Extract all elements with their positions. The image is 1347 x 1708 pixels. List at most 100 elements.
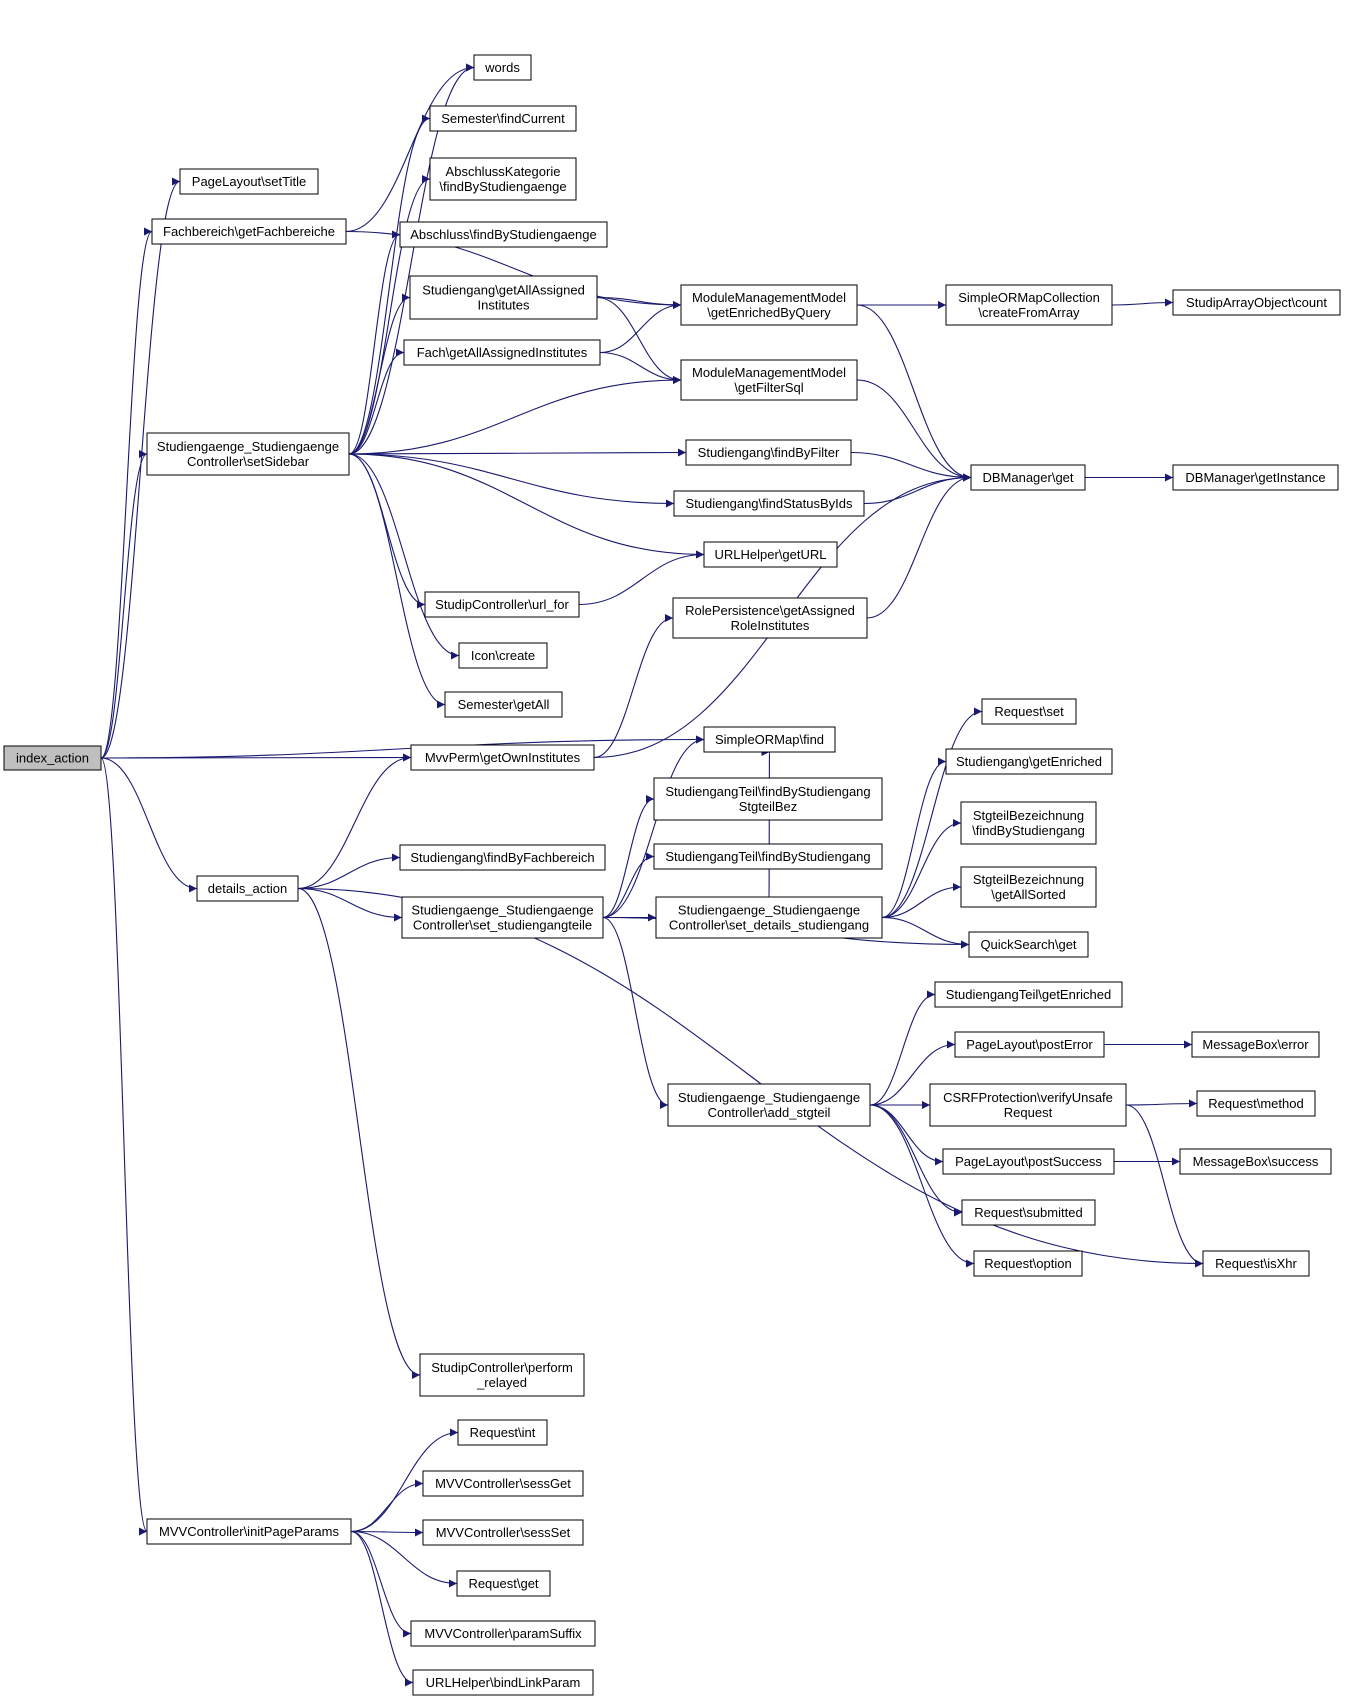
node-fach-getallassigned[interactable]: Fach\getAllAssignedInstitutes	[403, 339, 601, 366]
node-rolepersistence[interactable]: RolePersistence\getAssignedRoleInstitute…	[672, 597, 868, 639]
node-studiengang-getenriched[interactable]: Studiengang\getEnriched	[945, 748, 1113, 775]
node-label: Request\set	[994, 704, 1064, 719]
node-label: _relayed	[476, 1375, 527, 1390]
node-label: Request\isXhr	[1215, 1256, 1297, 1271]
node-label: StudipArrayObject\count	[1186, 295, 1327, 310]
node-request-method[interactable]: Request\method	[1196, 1090, 1316, 1117]
node-simpleormap-find[interactable]: SimpleORMap\find	[703, 726, 836, 753]
edge-mmm_getfiltersql-to-dbmanager_get	[856, 379, 972, 482]
node-semester-getall[interactable]: Semester\getAll	[444, 691, 563, 718]
node-abschluss-find[interactable]: Abschluss\findByStudiengaenge	[399, 221, 608, 248]
node-label: DBManager\getInstance	[1185, 470, 1325, 485]
node-add-stgteil[interactable]: Studiengaenge_StudiengaengeController\ad…	[667, 1083, 871, 1127]
node-mvvperm-getowninstitutes[interactable]: MvvPerm\getOwnInstitutes	[410, 744, 595, 771]
node-studiengang-findbyfilter[interactable]: Studiengang\findByFilter	[685, 439, 852, 466]
node-studiengang-findstatusbyids[interactable]: Studiengang\findStatusByIds	[673, 490, 865, 517]
node-messagebox-success[interactable]: MessageBox\success	[1179, 1148, 1332, 1175]
node-details-action[interactable]: details_action	[196, 875, 299, 902]
node-label: StudiengangTeil\findByStudiengang	[665, 849, 870, 864]
node-label: Icon\create	[471, 648, 535, 663]
node-stgteil-findbystudiengang[interactable]: StudiengangTeil\findByStudiengang	[653, 843, 883, 870]
edge-index_action-to-details_action	[100, 757, 198, 893]
edge-setsidebar-to-mmm_getfiltersql	[348, 376, 682, 455]
edge-index_action-to-initpageparams	[100, 757, 148, 1536]
edge-setsidebar-to-studiengang_findbyfilter	[348, 448, 687, 457]
node-label: \findByStudiengaenge	[439, 179, 566, 194]
node-simpleormapcollection[interactable]: SimpleORMapCollection\createFromArray	[945, 284, 1113, 326]
edge-set_studiengangteile-to-simpleormap_find	[602, 735, 705, 919]
node-dbmanager-get[interactable]: DBManager\get	[970, 464, 1086, 491]
node-label: ModuleManagementModel	[692, 290, 846, 305]
node-stgteil-findbystudiengangbez[interactable]: StudiengangTeil\findByStudiengangStgteil…	[653, 777, 883, 821]
node-label: \findByStudiengang	[972, 823, 1085, 838]
node-quicksearch-get[interactable]: QuickSearch\get	[968, 931, 1089, 958]
edge-initpageparams-to-urlhelper_bindlinkparam	[350, 1530, 414, 1687]
node-request-int[interactable]: Request\int	[457, 1419, 548, 1446]
edge-setsidebar-to-studipcontroller_url_for	[348, 453, 426, 609]
node-stgteil-getenriched[interactable]: StudiengangTeil\getEnriched	[934, 981, 1123, 1008]
node-label: MessageBox\success	[1193, 1154, 1319, 1169]
edge-studiengang_findstatusbyids-to-dbmanager_get	[863, 473, 972, 505]
node-label: Controller\set_details_studiengang	[669, 918, 869, 933]
node-label: index_action	[16, 751, 89, 766]
node-urlhelper-bindlinkparam[interactable]: URLHelper\bindLinkParam	[412, 1669, 594, 1696]
node-label: Controller\set_studiengangteile	[413, 918, 592, 933]
node-semester-findcurrent[interactable]: Semester\findCurrent	[429, 105, 577, 132]
edge-setsidebar-to-semester_findcurrent	[348, 114, 431, 455]
node-label: AbschlussKategorie	[446, 164, 561, 179]
node-studiengang-findbyfachbereich[interactable]: Studiengang\findByFachbereich	[399, 844, 606, 871]
node-label: StudiengangTeil\getEnriched	[946, 987, 1112, 1002]
node-studiparrayobject-count[interactable]: StudipArrayObject\count	[1172, 289, 1341, 316]
node-request-get[interactable]: Request\get	[456, 1570, 551, 1597]
node-label: Studiengang\getEnriched	[956, 754, 1102, 769]
node-label: URLHelper\getURL	[715, 547, 827, 562]
node-label: Studiengang\findByFilter	[698, 445, 840, 460]
node-pagelayout-posterror[interactable]: PageLayout\postError	[954, 1031, 1105, 1058]
node-mmm-getenriched[interactable]: ModuleManagementModel\getEnrichedByQuery	[680, 284, 858, 326]
node-studiengang-getallassigned[interactable]: Studiengang\getAllAssignedInstitutes	[409, 275, 598, 320]
node-label: QuickSearch\get	[980, 937, 1076, 952]
node-mvv-sessget[interactable]: MVVController\sessGet	[422, 1470, 584, 1497]
node-mmm-getfiltersql[interactable]: ModuleManagementModel\getFilterSql	[680, 359, 858, 401]
node-stgteilbez-getallsorted[interactable]: StgteilBezeichnung\getAllSorted	[960, 866, 1097, 908]
edge-mvvperm_getowninstitutes-to-rolepersistence	[593, 614, 674, 759]
edge-setsidebar-to-semester_getall	[348, 453, 446, 709]
node-fachbereich-getfachbereiche[interactable]: Fachbereich\getFachbereiche	[151, 218, 347, 245]
node-label: StudipController\url_for	[435, 597, 569, 612]
node-set-details-studiengang[interactable]: Studiengaenge_StudiengaengeController\se…	[655, 896, 883, 939]
node-request-isxhr[interactable]: Request\isXhr	[1202, 1250, 1310, 1277]
edge-set_details_studiengang-to-quicksearch_get	[881, 916, 970, 949]
node-initpageparams[interactable]: MVVController\initPageParams	[146, 1518, 352, 1545]
node-pagelayout-settitle[interactable]: PageLayout\setTitle	[179, 168, 319, 195]
node-index-action[interactable]: index_action	[3, 745, 102, 771]
node-dbmanager-getinstance[interactable]: DBManager\getInstance	[1172, 464, 1339, 491]
node-label: Controller\add_stgteil	[708, 1105, 831, 1120]
node-label: MVVController\sessSet	[436, 1525, 571, 1540]
node-stgteilbez-findbystudiengang[interactable]: StgteilBezeichnung\findByStudiengang	[960, 801, 1097, 845]
node-messagebox-error[interactable]: MessageBox\error	[1191, 1031, 1320, 1058]
node-mvv-paramsuffix[interactable]: MVVController\paramSuffix	[410, 1620, 596, 1647]
node-label: StgteilBezeichnung	[973, 872, 1084, 887]
node-words[interactable]: words	[473, 54, 532, 81]
node-urlhelper-geturl[interactable]: URLHelper\getURL	[703, 541, 838, 568]
node-studipcontroller-url-for[interactable]: StudipController\url_for	[424, 591, 580, 618]
node-request-submitted[interactable]: Request\submitted	[961, 1199, 1096, 1226]
node-pagelayout-postsuccess[interactable]: PageLayout\postSuccess	[942, 1148, 1115, 1175]
node-label: Request\int	[470, 1425, 536, 1440]
node-request-set[interactable]: Request\set	[981, 698, 1077, 725]
edge-csrf_verify-to-request_method	[1125, 1099, 1198, 1108]
node-abschlusskategorie-find[interactable]: AbschlussKategorie\findByStudiengaenge	[429, 157, 577, 201]
node-request-option[interactable]: Request\option	[973, 1250, 1083, 1277]
edge-set_studiengangteile-to-stgteil_findbystudiengang	[602, 852, 655, 919]
edge-initpageparams-to-mvv_paramsuffix	[350, 1530, 412, 1638]
node-set-studiengangteile[interactable]: Studiengaenge_StudiengaengeController\se…	[401, 896, 604, 939]
edge-add_stgteil-to-request_option	[869, 1104, 975, 1268]
node-setsidebar[interactable]: Studiengaenge_StudiengaengeController\se…	[146, 432, 350, 476]
node-icon-create[interactable]: Icon\create	[458, 642, 548, 669]
node-mvv-sessset[interactable]: MVVController\sessSet	[422, 1519, 584, 1546]
edge-details_action-to-studiengang_findbyfachbereich	[297, 853, 401, 890]
node-label: Request\method	[1208, 1096, 1303, 1111]
edge-studipcontroller_url_for-to-urlhelper_geturl	[578, 550, 705, 606]
node-perform-relayed[interactable]: StudipController\perform_relayed	[419, 1353, 585, 1397]
